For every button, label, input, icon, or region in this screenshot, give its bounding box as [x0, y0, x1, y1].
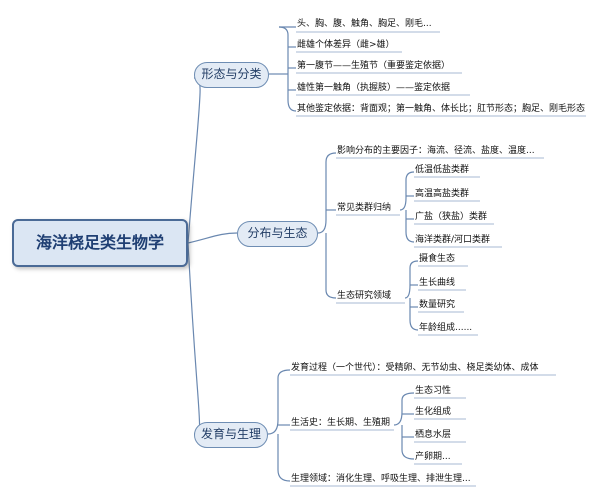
connector-root-development	[187, 242, 201, 435]
leaf-body-parts: 头、胸、腹、触角、胸足、刚毛...	[297, 19, 432, 29]
leaf-group-1: 低温低盐类群	[415, 165, 470, 175]
branch-development-physiology: 发育与生理	[194, 422, 268, 448]
leaf-research-1: 摄食生态	[419, 254, 456, 264]
connector-root-distribution	[187, 232, 238, 244]
leaf-life-1: 生态习性	[415, 386, 452, 396]
root-node: 海洋桡足类生物学	[12, 219, 188, 267]
branch-distribution-ecology: 分布与生态	[237, 221, 318, 247]
leaf-distribution-factors: 影响分布的主要因子：海流、径流、盐度、温度...	[337, 146, 535, 156]
branch-form-classification: 形态与分类	[194, 62, 269, 88]
leaf-life-4: 产卵期...	[415, 452, 451, 462]
leaf-life-2: 生化组成	[415, 407, 452, 417]
leaf-ecology-research: 生态研究领域	[337, 291, 392, 301]
leaf-group-3: 广盐（狭盐）类群	[415, 212, 488, 222]
leaf-development-process: 发育过程（一个世代）：受精卵、无节幼虫、桡足类幼体、成体	[291, 363, 539, 373]
leaf-male-antenna: 雄性第一触角（执握肢）——鉴定依据	[297, 83, 451, 93]
leaf-group-4: 海洋类群/河口类群	[415, 235, 491, 245]
leaf-research-3: 数量研究	[419, 300, 456, 310]
leaf-physiology: 生理领域：消化生理、呼吸生理、排泄生理...	[291, 474, 471, 484]
leaf-other-criteria: 其他鉴定依据：背面观；第一触角、体长比；肛节形态；胸足、刚毛形态	[297, 104, 586, 114]
leaf-group-2: 高温高盐类群	[415, 189, 470, 199]
leaf-sexual-dimorphism: 雌雄个体差异（雌>雄）	[297, 40, 395, 50]
leaf-common-groups: 常见类群归纳	[337, 203, 392, 213]
leaf-life-3: 栖息水层	[415, 430, 452, 440]
leaf-life-history: 生活史：生长期、生殖期	[291, 418, 391, 428]
leaf-research-2: 生长曲线	[419, 278, 456, 288]
connector-root-form	[187, 77, 201, 244]
leaf-research-4: 年龄组成......	[419, 323, 473, 333]
leaf-genital-segment: 第一腹节——生殖节（重要鉴定依据）	[297, 61, 451, 71]
